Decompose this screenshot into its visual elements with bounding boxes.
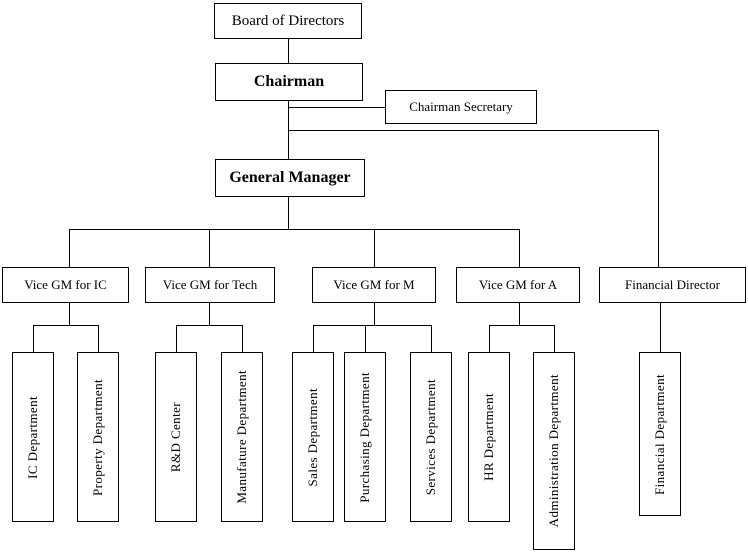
node-label: General Manager bbox=[229, 169, 351, 187]
node-general-manager[interactable]: General Manager bbox=[215, 159, 365, 197]
node-label: Financial Department bbox=[652, 373, 667, 495]
node-services-department[interactable]: Services Department bbox=[410, 352, 452, 522]
node-ic-department[interactable]: IC Department bbox=[12, 352, 54, 522]
connector-vgmm-purch bbox=[365, 325, 366, 352]
node-vice-gm-tech[interactable]: Vice GM for Tech bbox=[145, 267, 275, 303]
node-label: IC Department bbox=[25, 395, 40, 479]
connector-vgma-bus bbox=[489, 325, 554, 326]
node-board-of-directors[interactable]: Board of Directors bbox=[214, 3, 362, 39]
connector-vgmic-ic-dept bbox=[33, 325, 34, 352]
connector-chairman-secretary bbox=[288, 107, 385, 108]
connector-vgmtech-bus bbox=[176, 325, 242, 326]
connector-vgma-admin bbox=[554, 325, 555, 352]
node-label: Vice GM for A bbox=[478, 276, 558, 292]
node-label: HR Department bbox=[481, 393, 496, 481]
connector-vgmic-down bbox=[69, 303, 70, 325]
node-administration-department[interactable]: Administration Department bbox=[533, 352, 575, 550]
node-label: Property Department bbox=[90, 378, 105, 496]
node-label: Vice GM for Tech bbox=[162, 276, 258, 292]
node-property-department[interactable]: Property Department bbox=[77, 352, 119, 522]
connector-vgmic-bus bbox=[33, 325, 98, 326]
node-label: Vice GM for M bbox=[333, 276, 415, 292]
connector-vgmm-bus bbox=[313, 325, 431, 326]
node-chairman-secretary[interactable]: Chairman Secretary bbox=[385, 90, 537, 124]
connector-vgm-bus bbox=[69, 229, 520, 230]
connector-bus-vgm-ic bbox=[69, 229, 70, 267]
node-label: Manufature Department bbox=[234, 370, 249, 504]
connector-vgmtech-down bbox=[209, 303, 210, 325]
connector-bus-vgm-a bbox=[519, 229, 520, 267]
connector-vgmic-prop-dept bbox=[98, 325, 99, 352]
connector-bus-vgm-m bbox=[374, 229, 375, 267]
connector-vgma-hr bbox=[489, 325, 490, 352]
connector-vgmm-down bbox=[374, 303, 375, 325]
node-hr-department[interactable]: HR Department bbox=[468, 352, 510, 522]
node-vice-gm-m[interactable]: Vice GM for M bbox=[312, 267, 436, 303]
node-purchasing-department[interactable]: Purchasing Department bbox=[344, 352, 386, 522]
connector-trunk-financial-v bbox=[658, 130, 659, 267]
connector-board-chairman bbox=[288, 39, 289, 63]
connector-trunk-financial-h bbox=[288, 130, 658, 131]
connector-vgma-down bbox=[519, 303, 520, 325]
connector-vgmm-sales bbox=[313, 325, 314, 352]
node-label: Sales Department bbox=[305, 387, 320, 487]
node-label: Vice GM for IC bbox=[24, 276, 107, 292]
connector-bus-vgm-tech bbox=[209, 229, 210, 267]
node-label: Chairman bbox=[253, 73, 325, 91]
node-label: Services Department bbox=[423, 378, 438, 496]
connector-vgmm-serv bbox=[431, 325, 432, 352]
connector-findir-fin-dept bbox=[660, 303, 661, 352]
connector-gm-down bbox=[288, 197, 289, 229]
node-sales-department[interactable]: Sales Department bbox=[292, 352, 334, 522]
node-financial-department[interactable]: Financial Department bbox=[639, 352, 681, 516]
node-chairman[interactable]: Chairman bbox=[215, 63, 363, 101]
node-vice-gm-a[interactable]: Vice GM for A bbox=[456, 267, 580, 303]
node-vice-gm-ic[interactable]: Vice GM for IC bbox=[2, 267, 129, 303]
node-label: Purchasing Department bbox=[357, 371, 372, 503]
node-financial-director[interactable]: Financial Director bbox=[599, 267, 746, 303]
node-label: Financial Director bbox=[625, 276, 720, 292]
connector-vgmtech-rd bbox=[176, 325, 177, 352]
connector-vgmtech-manu bbox=[242, 325, 243, 352]
node-rd-center[interactable]: R&D Center bbox=[155, 352, 197, 522]
node-label: Administration Department bbox=[546, 374, 561, 528]
node-label: R&D Center bbox=[168, 401, 183, 473]
node-manufature-department[interactable]: Manufature Department bbox=[221, 352, 263, 522]
node-label: Chairman Secretary bbox=[409, 98, 513, 114]
node-label: Board of Directors bbox=[231, 12, 345, 29]
